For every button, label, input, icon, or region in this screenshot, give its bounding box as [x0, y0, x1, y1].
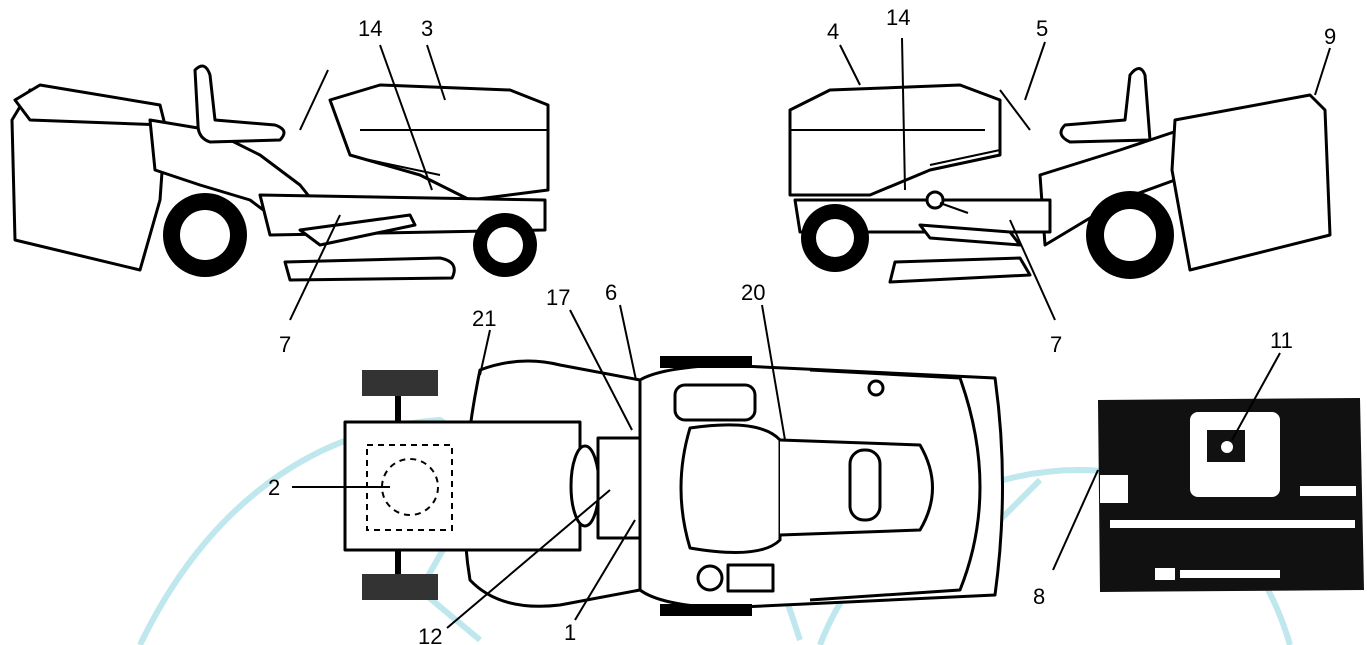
callout-7-left: 7 [279, 332, 291, 357]
top-view [343, 356, 1004, 616]
callout-labels: 14 3 7 4 14 5 9 7 21 17 6 20 2 12 1 11 8 [268, 5, 1336, 645]
control-panel-view [1098, 398, 1364, 592]
callout-20: 20 [741, 280, 765, 305]
callout-6: 6 [605, 280, 617, 305]
callout-4: 4 [827, 19, 839, 44]
callout-2: 2 [268, 475, 280, 500]
callout-17: 17 [546, 285, 570, 310]
callout-7-right: 7 [1050, 332, 1062, 357]
callout-11: 11 [1270, 328, 1293, 353]
callout-5: 5 [1036, 16, 1048, 41]
callout-21: 21 [472, 306, 496, 331]
callout-3: 3 [421, 16, 433, 41]
right-side-view [788, 67, 1332, 284]
left-side-view [10, 64, 550, 282]
callout-14-left: 14 [358, 16, 382, 41]
callout-8: 8 [1033, 584, 1045, 609]
leader-lines [289, 37, 1331, 629]
callout-14-right: 14 [886, 5, 910, 30]
callout-12: 12 [418, 624, 442, 645]
callout-9: 9 [1324, 24, 1336, 49]
callout-1: 1 [564, 620, 576, 645]
